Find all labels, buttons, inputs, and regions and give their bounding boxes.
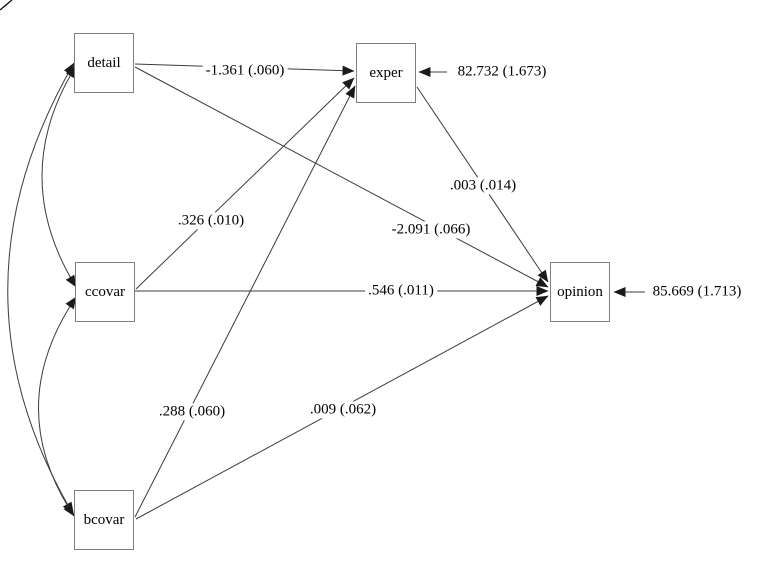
node-bcovar-label: bcovar bbox=[83, 511, 125, 528]
node-ccovar[interactable]: ccovar bbox=[75, 262, 135, 322]
covariance-detail-bcovar-arrow[interactable] bbox=[7, 62, 75, 515]
node-bcovar[interactable]: bcovar bbox=[74, 490, 134, 550]
coef-label-ccovar-exper[interactable]: .326 (.010) bbox=[174, 212, 248, 230]
coef-label-bcovar-opinion[interactable]: .009 (.062) bbox=[306, 401, 380, 419]
coef-label-detail-opinion[interactable]: -2.091 (.066) bbox=[388, 221, 474, 239]
corner-artifact-line bbox=[0, 0, 13, 11]
node-opinion[interactable]: opinion bbox=[550, 262, 610, 322]
path-ccovar-exper-arrow[interactable] bbox=[135, 77, 355, 290]
coef-label-exper-opinion[interactable]: .003 (.014) bbox=[446, 177, 520, 195]
covariance-detail-ccovar-arrow[interactable] bbox=[41, 65, 77, 288]
mean-label-opinion[interactable]: 85.669 (1.713) bbox=[649, 283, 745, 301]
node-detail-label: detail bbox=[87, 54, 121, 71]
coef-label-ccovar-opinion[interactable]: .546 (.011) bbox=[365, 282, 437, 300]
path-bcovar-exper-arrow[interactable] bbox=[134, 85, 356, 518]
node-exper-label: exper bbox=[369, 64, 403, 81]
path-detail-opinion-arrow[interactable] bbox=[134, 66, 549, 288]
mean-label-exper[interactable]: 82.732 (1.673) bbox=[454, 63, 550, 81]
node-exper[interactable]: exper bbox=[356, 43, 416, 103]
node-ccovar-label: ccovar bbox=[85, 283, 125, 300]
node-detail[interactable]: detail bbox=[74, 33, 134, 93]
coef-label-detail-exper[interactable]: -1.361 (.060) bbox=[202, 62, 288, 80]
coef-label-bcovar-exper[interactable]: .288 (.060) bbox=[155, 403, 229, 421]
covariance-ccovar-bcovar-arrow[interactable] bbox=[38, 296, 77, 517]
node-opinion-label: opinion bbox=[557, 283, 603, 300]
